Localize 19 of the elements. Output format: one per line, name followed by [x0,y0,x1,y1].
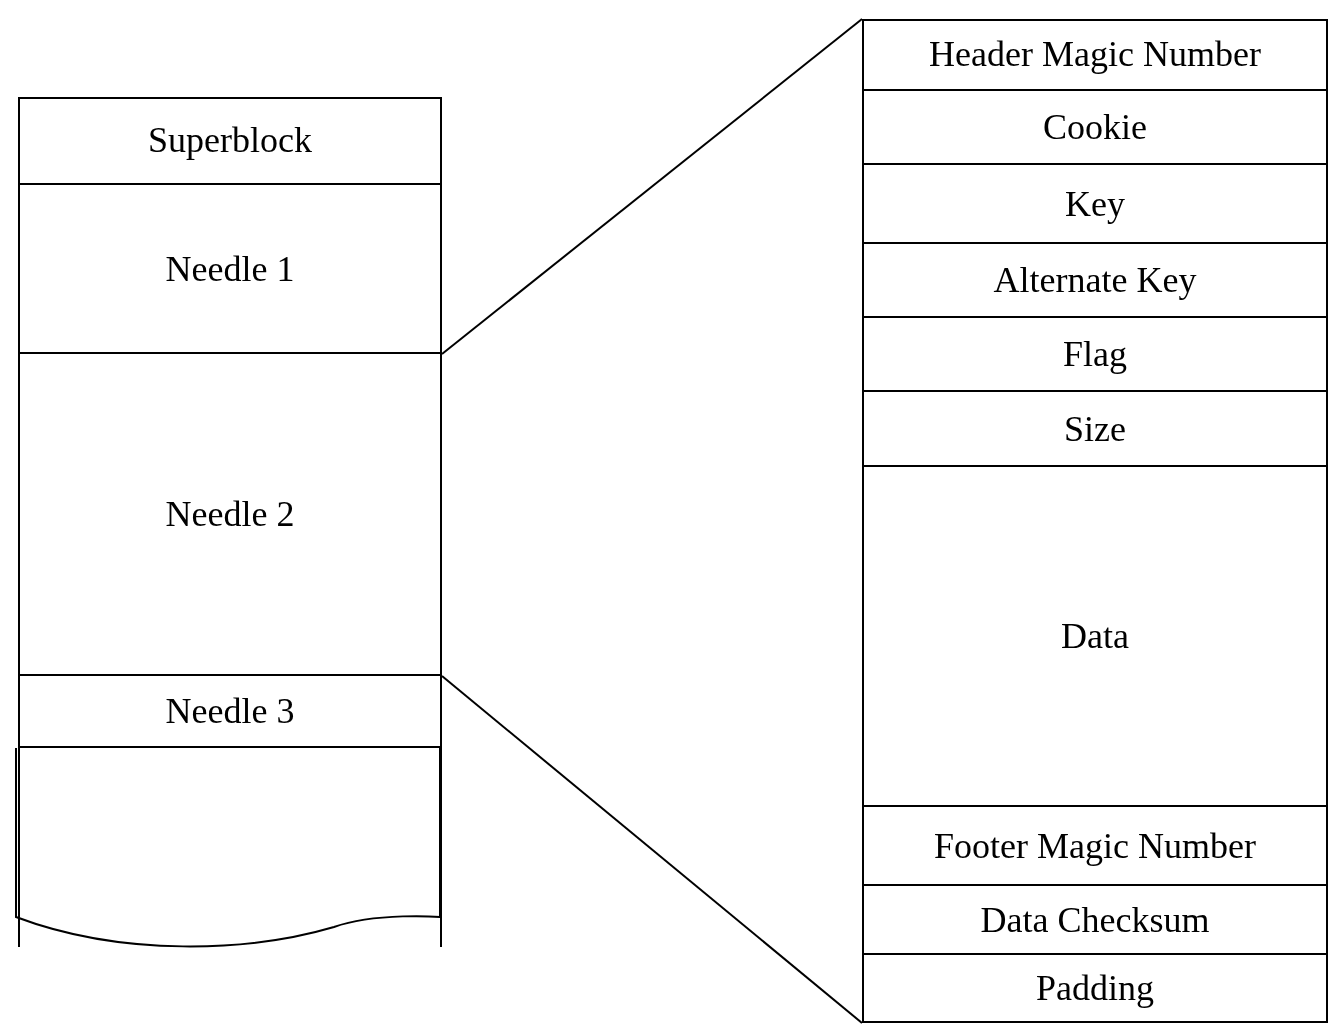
storage-column [18,97,442,947]
field-label: Needle 1 [165,250,295,287]
field-label: Cookie [1043,109,1147,145]
field-label: Superblock [148,122,312,158]
field-label: Padding [1036,970,1154,1006]
field-label: Size [1064,410,1126,447]
field-label: Data [1061,618,1129,654]
expansion-line [441,675,863,1024]
storage-column [862,19,1328,1023]
field-label: Flag [1063,336,1127,372]
field-label: Header Magic Number [929,36,1261,72]
field-label: Alternate Key [993,262,1197,298]
empty-segment [18,748,442,947]
field-label: Footer Magic Number [934,827,1256,864]
field-label: Data Checksum [980,901,1210,938]
field-label: Key [1065,185,1125,222]
expansion-line [441,18,863,355]
field-label: Needle 3 [165,693,295,729]
field-label: Needle 2 [165,496,295,532]
